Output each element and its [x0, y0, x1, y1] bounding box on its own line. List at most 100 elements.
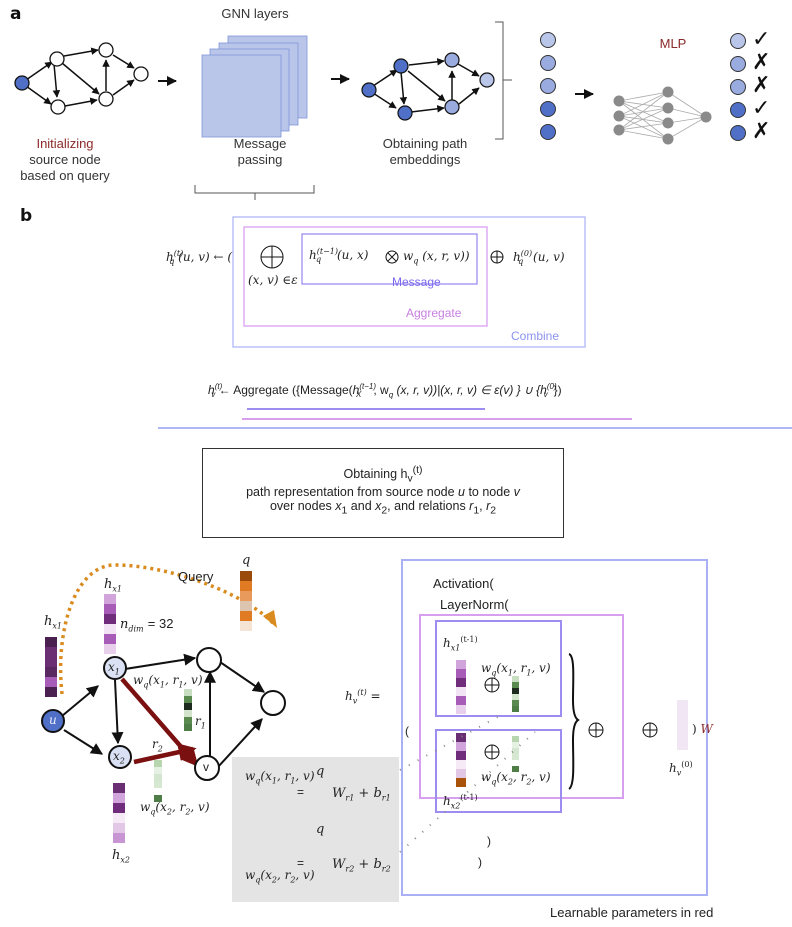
cross-icon: ✗	[752, 119, 771, 144]
args: , v)	[295, 868, 315, 882]
close-paren: )	[692, 722, 697, 736]
W-symbol: W	[332, 786, 346, 801]
caption-line: based on query	[20, 168, 110, 183]
query-vector-cell	[240, 621, 252, 631]
inner-hx1-vector-cell	[456, 660, 466, 669]
description-line3: over nodes x1 and x2, and relations r1, …	[203, 499, 563, 517]
node-v	[194, 755, 220, 781]
text: over nodes	[269, 498, 336, 513]
inner-w-r2-vector-cell	[512, 754, 519, 760]
activation-label: Activation(	[433, 576, 494, 591]
w-symbol: w	[481, 770, 492, 784]
step-initializing-caption: Initializing source node based on query	[10, 136, 120, 184]
hx2-vector-cell	[113, 833, 125, 843]
text: })	[553, 383, 562, 397]
inner-w-r2-vector-cell	[512, 748, 519, 754]
query-vector-cell	[240, 611, 252, 621]
node-target	[260, 690, 286, 716]
caption-line: Obtaining path	[382, 136, 468, 151]
text: ,	[479, 498, 487, 513]
formula2: h(t)v ← Aggregate ({Message(h(t−1)X, wq …	[208, 382, 562, 399]
mlp-network	[613, 86, 712, 145]
mlp-neuron	[613, 124, 625, 136]
sub: 2	[507, 777, 513, 787]
inner-w-r1-vector-cell	[512, 682, 519, 688]
mlp-edge	[618, 129, 669, 140]
update-lhs: hv(t) =	[345, 688, 381, 705]
sub: q	[150, 807, 156, 817]
sub: v	[407, 473, 413, 485]
hx2-vector-cell	[113, 783, 125, 793]
mlp-edge	[618, 115, 669, 124]
mlp-edge	[618, 100, 669, 140]
inner-hx1-vector-cell	[456, 678, 466, 687]
w-symbol: w	[245, 769, 256, 783]
hx1-left-vector-cell	[45, 677, 57, 687]
sup: (t)	[412, 465, 423, 476]
mlp-edge	[618, 100, 669, 109]
sub: x2	[450, 801, 461, 811]
aggregate-domain: (x, v) ∈ε	[248, 273, 298, 287]
mlp-edge	[618, 107, 669, 131]
hx2-vector-cell	[113, 793, 125, 803]
inner-w-r2-vector-cell	[512, 760, 519, 766]
checkmark-icon: ✓	[752, 27, 771, 52]
sub: q	[491, 777, 497, 787]
w-r2-vector-cell	[154, 774, 162, 781]
b-symbol: b	[373, 786, 382, 801]
ndim-value: = 32	[147, 616, 174, 631]
prediction-node	[730, 56, 746, 72]
W-r2-b-r2: Wr2 + br2	[332, 857, 391, 874]
panel-b-label: b	[20, 206, 33, 226]
x-symbol: x	[113, 749, 120, 763]
eq-sign: =	[297, 785, 305, 799]
sup: (t)	[173, 249, 184, 258]
hx1-top-vector-cell	[104, 634, 116, 644]
mlp-neuron	[700, 111, 712, 123]
description-box: Obtaining hv(t) path representation from…	[202, 448, 564, 538]
embedding-node	[540, 101, 556, 117]
otimes-icon	[385, 250, 399, 264]
args: , r	[171, 800, 186, 814]
text: Obtaining h	[343, 467, 408, 482]
query-arc	[58, 563, 275, 695]
message-passing-bracket	[194, 185, 315, 200]
weights-wq2-label: wq(x2, r2, v)	[245, 868, 315, 884]
node-u	[41, 709, 65, 733]
sup: (t-1)	[460, 635, 478, 644]
q-label: q	[242, 553, 251, 568]
sub: r1	[381, 793, 391, 803]
cross-icon: ✗	[752, 73, 771, 98]
sub: 1	[178, 680, 184, 690]
gnn-layers-title: GNN layers	[221, 6, 289, 21]
mlp-edge	[618, 107, 669, 117]
source-node	[14, 75, 30, 91]
combine-h0: h(0)q (u, v)	[513, 249, 565, 266]
h-symbol: h	[352, 383, 360, 397]
embedded-graph	[361, 52, 495, 121]
h-symbol: h	[513, 250, 521, 264]
text: to node	[464, 484, 514, 499]
sub: r1	[345, 793, 355, 803]
inner-w-r1-vector-cell	[512, 676, 519, 682]
mlp-neuron	[613, 110, 625, 122]
caption-line: Message	[233, 136, 287, 151]
sub: q	[255, 875, 261, 885]
mlp-edge	[667, 91, 707, 118]
message-w: wq (x, r, v))	[403, 249, 470, 265]
sub: q	[169, 257, 175, 267]
sub: q	[518, 257, 524, 267]
embedding-node	[540, 32, 556, 48]
h-symbol: h	[166, 250, 174, 264]
initializing-label: Initializing	[36, 136, 94, 151]
hx1-top-label: hx1	[104, 577, 122, 594]
args: (u, x)	[336, 248, 369, 262]
otimes-icon-stroke	[387, 252, 397, 262]
inner-hx2-vector-cell	[456, 769, 466, 778]
inner-w-r1-vector-cell	[512, 694, 519, 700]
layernorm-box	[419, 614, 624, 799]
caption-line: embeddings	[389, 152, 461, 167]
footer-learnable-note: Learnable parameters in red	[550, 905, 714, 920]
h-symbol: h	[345, 689, 353, 703]
sup: (t)	[357, 688, 367, 697]
